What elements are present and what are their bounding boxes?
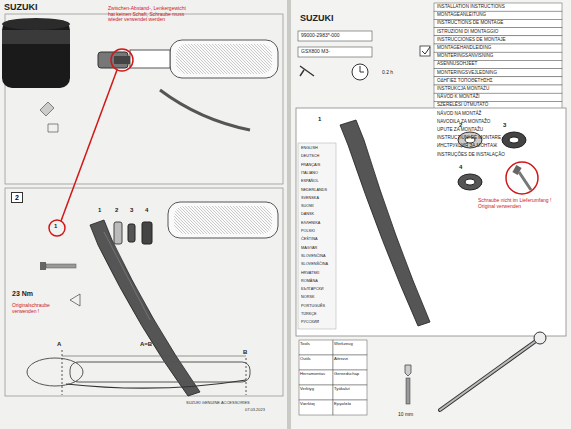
label-text: ESPAÑOL: [301, 179, 319, 183]
label-text: INSTRUCTIONS DE MONTAGE: [437, 20, 503, 25]
step-number: 2: [15, 194, 19, 201]
label-text: NORSK: [301, 295, 315, 299]
label-text: Tools: [300, 342, 310, 347]
table-cell: [299, 385, 333, 400]
label-text: Værktøj: [300, 402, 315, 407]
label-text: SUZUKI GENUINE ACCESSORIES: [186, 401, 250, 405]
label-text: Werkzeug: [334, 342, 353, 347]
callout-number: 4: [459, 164, 462, 171]
label-text: ИНСТРУКЦИЯ ЗА МОНТАЖ: [437, 143, 497, 148]
label-text: GSX800 M3-: [301, 49, 330, 55]
table-cell: [299, 370, 333, 385]
table-cell: [434, 19, 562, 27]
table-cell: [434, 52, 562, 60]
label-text: SLOVENŠČINA: [301, 262, 328, 266]
callout-number: 1: [98, 207, 101, 214]
table-cell: [434, 44, 562, 52]
label-text: Gereedschap: [334, 372, 359, 377]
callout-number: 1: [54, 223, 57, 230]
label-text: FRANÇAIS: [301, 163, 320, 167]
table-cell: [333, 355, 367, 370]
label-text: MONTERINGSANVISNING: [437, 53, 493, 58]
label-text: 99000-2983*-000: [301, 33, 340, 39]
label-text: TÜRKÇE: [301, 312, 317, 316]
table-cell: [434, 85, 562, 93]
label-text: ČEŠTINA: [301, 237, 317, 241]
callout-number: B: [243, 349, 247, 356]
table-cell: [299, 400, 333, 415]
label-text: 0.2 h: [382, 70, 393, 76]
table-cell: [434, 36, 562, 44]
label-text: A=B: [140, 341, 152, 348]
label-text: 07.03.2023: [245, 408, 265, 412]
label-text: ITALIANO: [301, 171, 318, 175]
table-cell: [333, 385, 367, 400]
annotation-note: Schraube nicht im Lieferumfang ! Origina…: [478, 198, 560, 209]
callout-number: 1: [318, 116, 321, 123]
label-text: NÁVOD NA MONTÁŽ: [437, 111, 481, 116]
label-text: UPUTE ZA MONTAŽU: [437, 127, 483, 132]
label-text: DEUTSCH: [301, 154, 319, 158]
table-cell: [299, 355, 333, 370]
label-text: MAGYAR: [301, 246, 317, 250]
label-text: Työkalut: [334, 387, 350, 392]
table-cell: [333, 400, 367, 415]
label-text: NAVODILA ZA MONTAŽO: [437, 119, 490, 124]
label-text: ISTRUZIONI DI MONTAGGIO: [437, 29, 498, 34]
label-text: Outils: [300, 357, 311, 362]
table-cell: [434, 93, 562, 101]
label-text: Attrezzi: [334, 357, 348, 362]
label-text: SUZUKI: [300, 14, 334, 24]
label-text: INSTRUCȚIUNI DE MONTARE: [437, 135, 501, 140]
label-text: INSTRUKCJA MONTAŻU: [437, 86, 489, 91]
callout-number: 3: [130, 207, 133, 214]
label-text: ΟΔΗΓΙΕΣ ΤΟΠΟΘΕΤΗΣΗΣ: [437, 78, 493, 83]
label-text: INSTALLATION INSTRUCTIONS: [437, 4, 505, 9]
table-cell: [434, 3, 562, 11]
label-text: NEDERLANDS: [301, 188, 327, 192]
label-text: Verktyg: [300, 387, 314, 392]
label-text: INSTRUCCIONES DE MONTAJE: [437, 37, 506, 42]
label-text: MONTERINGSVEJLEDNING: [437, 70, 497, 75]
label-text: ASENNUSOHJEET: [437, 61, 477, 66]
label-text: Εργαλεία: [334, 402, 351, 407]
annotation-note: Zwischen-Abstand-, Lenkergewicht hat kei…: [108, 6, 192, 23]
label-text: Herramientas: [300, 372, 325, 377]
label-text: 10 mm: [398, 412, 413, 418]
callout-number: 3: [503, 122, 506, 129]
callout-number: A: [57, 341, 61, 348]
label-text: PORTUGUÊS: [301, 304, 325, 308]
label-text: POLSKI: [301, 229, 315, 233]
label-text: РУССКИЙ: [301, 320, 319, 324]
label-text: ΕΛΛΗΝΙΚΑ: [301, 221, 320, 225]
label-text: NÁVOD K MONTÁŽI: [437, 94, 480, 99]
table-cell: [333, 370, 367, 385]
label-text: SUOMI: [301, 204, 313, 208]
label-text: SVENSKA: [301, 196, 319, 200]
table-cell: [434, 11, 562, 19]
label-text: БЪЛГАРСКИ: [301, 287, 323, 291]
table-cell: [434, 69, 562, 77]
table-cell: [434, 28, 562, 36]
label-text: ENGLISH: [301, 146, 318, 150]
label-text: SLOVENČINA: [301, 254, 325, 258]
label-text: DANSK: [301, 212, 314, 216]
label-text: MONTAGEHANDLEIDING: [437, 45, 491, 50]
label-text: ROMÂNĂ: [301, 279, 318, 283]
callout-number: 4: [145, 207, 148, 214]
callout-number: 2: [115, 207, 118, 214]
step-box: 2: [11, 192, 23, 203]
label-text: SZERELÉSI ÚTMUTATÓ: [437, 102, 488, 107]
table-cell: [299, 340, 333, 355]
label-text: HRVATSKI: [301, 271, 319, 275]
table-cell: [434, 77, 562, 85]
label-text: 23 Nm: [12, 290, 33, 298]
label-text: INSTRUÇÕES DE INSTALAÇÃO: [437, 152, 505, 157]
label-text: MONTAGEANLEITUNG: [437, 12, 486, 17]
annotation-note: Originalschraube verwenden !: [12, 303, 72, 314]
table-cell: [434, 60, 562, 68]
label-text: SUZUKI: [4, 3, 38, 13]
table-cell: [333, 340, 367, 355]
